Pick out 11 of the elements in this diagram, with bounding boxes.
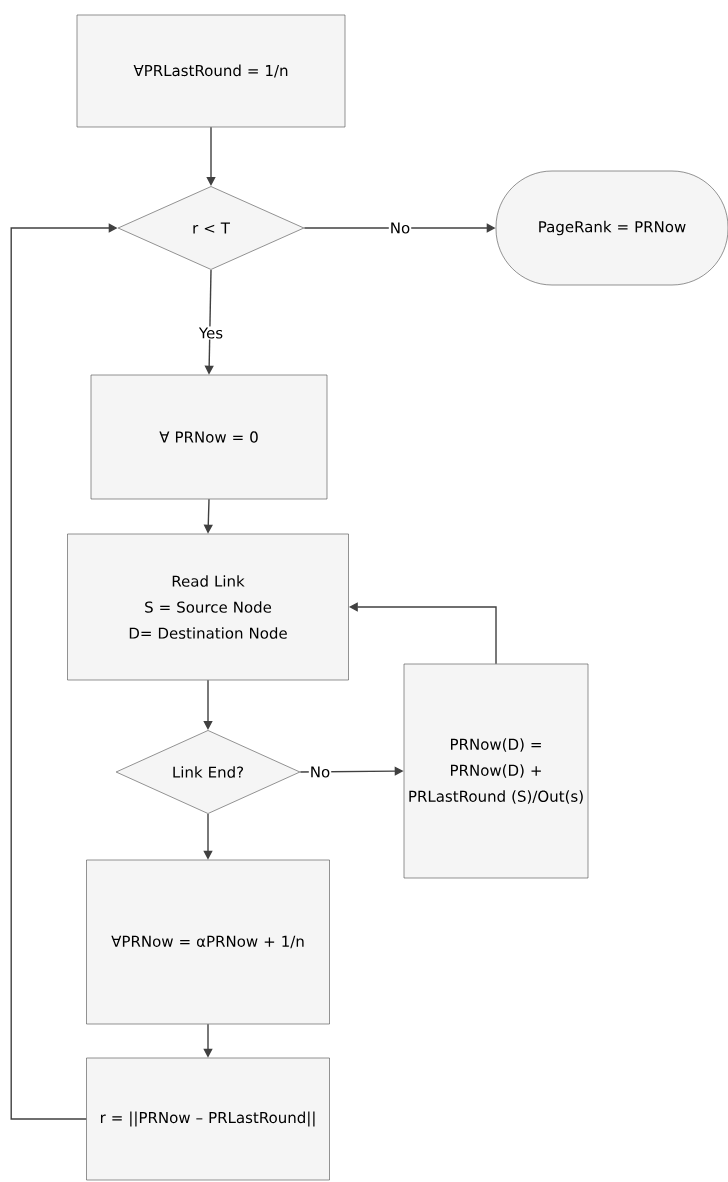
terminal-box: PageRank = PRNow — [495, 170, 728, 286]
process-box: PRNow(D) = PRNow(D) + PRLastRound (S)/Out(s) — [403, 663, 589, 879]
edge-label: Yes — [197, 326, 225, 340]
process-box: ∀ PRNow = 0 — [90, 374, 328, 500]
process-box: Read Link S = Source Node D= Destination Node — [67, 533, 349, 681]
process-box: ∀PRNow = αPRNow + 1/n — [86, 859, 330, 1025]
edge-label: No — [308, 765, 332, 779]
edge-label: No — [388, 221, 412, 235]
arrow — [203, 679, 213, 730]
process-box: ∀PRLastRound = 1/n — [76, 14, 346, 128]
process-box: r = ||PRNow – PRLastRound|| — [86, 1057, 330, 1181]
